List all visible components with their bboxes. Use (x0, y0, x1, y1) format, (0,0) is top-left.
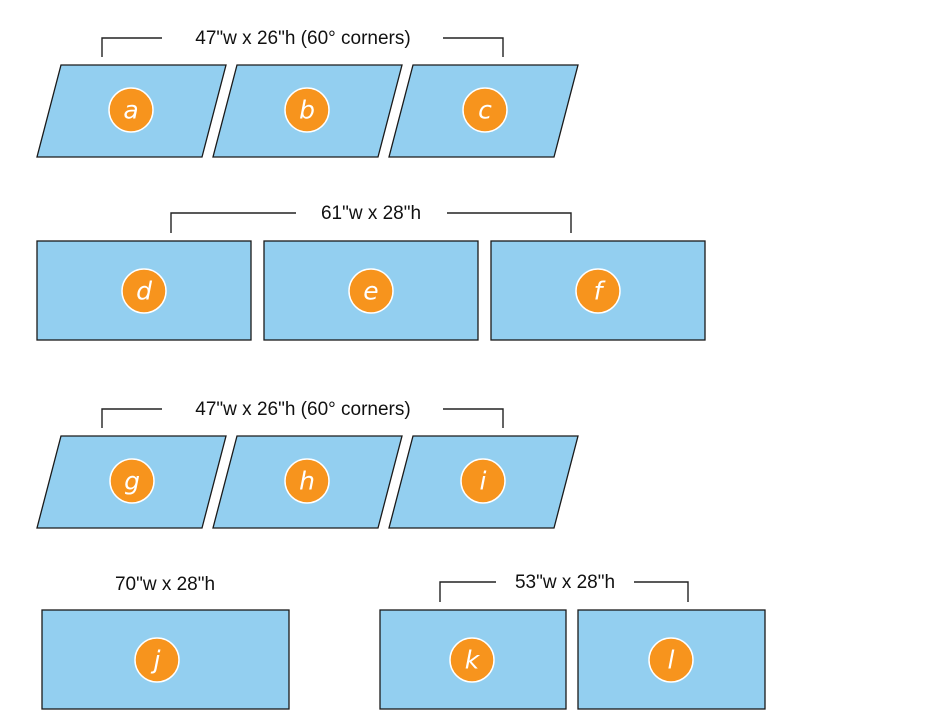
panel-l: l (577, 609, 766, 710)
panel-f-badge (575, 268, 621, 314)
group-3-dimension-label: 47"w x 26"h (60° corners) (195, 399, 410, 420)
panel-d: d (36, 240, 252, 341)
panel-g-letter: g (124, 467, 140, 496)
panel-d-letter: d (136, 277, 152, 306)
panel-l-badge (648, 637, 694, 683)
group-3: 47"w x 26"h (60° corners) g h i (36, 399, 579, 529)
panel-k-badge (449, 637, 495, 683)
panel-c-badge (462, 87, 508, 133)
group-5: 53"w x 28"h k l (379, 572, 766, 710)
group-1-bracket-right (443, 37, 504, 57)
group-1-dimension-label: 47"w x 26"h (60° corners) (195, 28, 410, 49)
group-2: 61"w x 28"h d e f (36, 203, 706, 341)
group-5-bracket-right (634, 581, 689, 602)
panel-i: i (388, 435, 579, 529)
panel-e-badge (348, 268, 394, 314)
group-1-bracket (101, 37, 162, 57)
group-5-bracket (439, 581, 496, 602)
panel-a-letter: a (123, 96, 138, 125)
panel-j-letter: j (151, 646, 161, 675)
group-2-bracket (170, 212, 296, 233)
panel-i-badge (460, 458, 506, 504)
panel-c: c (388, 64, 579, 158)
panel-b-badge (284, 87, 330, 133)
group-3-bracket (101, 408, 162, 428)
panel-l-letter: l (668, 646, 675, 675)
panel-f: f (490, 240, 706, 341)
panel-e-letter: e (363, 277, 378, 306)
panel-b-letter: b (299, 96, 315, 125)
group-2-dimension-label: 61"w x 28"h (321, 203, 421, 224)
panel-a: a (36, 64, 227, 158)
panel-j: j (41, 609, 290, 710)
panel-j-badge (134, 637, 180, 683)
panel-b: b (212, 64, 403, 158)
panel-c-letter: c (478, 96, 492, 125)
panel-e: e (263, 240, 479, 341)
panel-a-badge (108, 87, 154, 133)
panel-h: h (212, 435, 403, 529)
panel-g-badge (109, 458, 155, 504)
panel-h-badge (284, 458, 330, 504)
group-4-dimension-label: 70"w x 28"h (115, 574, 215, 595)
panel-g: g (36, 435, 227, 529)
panel-k: k (379, 609, 567, 710)
group-1: 47"w x 26"h (60° corners) a b c (36, 28, 579, 158)
group-2-bracket-right (447, 212, 572, 233)
panel-d-badge (121, 268, 167, 314)
panel-h-letter: h (299, 467, 315, 496)
panel-k-letter: k (465, 646, 481, 675)
group-5-dimension-label: 53"w x 28"h (515, 572, 615, 593)
panel-i-letter: i (480, 467, 487, 496)
group-3-bracket-right (443, 408, 504, 428)
group-4: 70"w x 28"h j (41, 574, 290, 710)
